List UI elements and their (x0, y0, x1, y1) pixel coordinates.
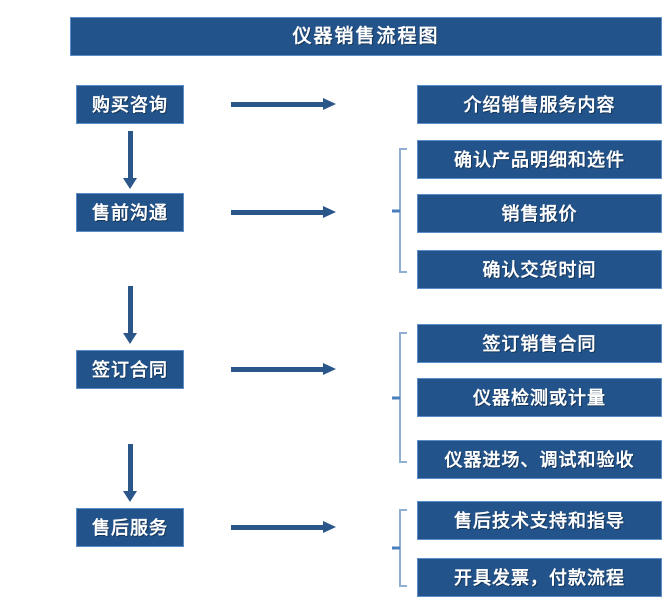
arrow-shaft (128, 286, 133, 333)
brace-pointer (392, 209, 400, 212)
task-box-sign-sales-contract[interactable]: 签订销售合同 (417, 324, 662, 363)
brace-spine (399, 509, 401, 587)
arrow-head-right-icon (323, 363, 336, 375)
flow-arrow-right-3 (231, 363, 336, 376)
brace-presale-tasks (392, 148, 407, 273)
stage-arrow-down-2 (123, 286, 138, 344)
arrow-head-down-icon (123, 178, 137, 189)
arrow-shaft (128, 444, 133, 491)
brace-cap-top (399, 332, 407, 334)
stage-arrow-down-3 (123, 444, 138, 502)
task-box-invoice-payment[interactable]: 开具发票，付款流程 (417, 558, 662, 597)
arrow-head-down-icon (123, 333, 137, 344)
brace-cap-bottom (399, 585, 407, 587)
task-box-confirm-delivery-time[interactable]: 确认交货时间 (417, 250, 662, 289)
stage-box-sign-contract[interactable]: 签订合同 (76, 350, 184, 389)
arrow-head-right-icon (323, 206, 336, 218)
arrow-shaft (128, 131, 133, 178)
task-box-instrument-installation[interactable]: 仪器进场、调试和验收 (417, 440, 662, 479)
task-box-confirm-product-details[interactable]: 确认产品明细和选件 (417, 140, 662, 179)
arrow-shaft (231, 102, 324, 107)
flow-arrow-right-1 (231, 98, 336, 111)
task-box-instrument-inspection[interactable]: 仪器检测或计量 (417, 378, 662, 417)
brace-cap-bottom (399, 461, 407, 463)
task-box-sales-quotation[interactable]: 销售报价 (417, 194, 662, 233)
stage-box-presale-communication[interactable]: 售前沟通 (76, 193, 184, 232)
arrow-head-right-icon (323, 98, 336, 110)
brace-cap-top (399, 509, 407, 511)
stage-arrow-down-1 (123, 131, 138, 189)
arrow-shaft (231, 525, 324, 530)
task-box-intro-sales-service[interactable]: 介绍销售服务内容 (417, 85, 662, 124)
brace-cap-top (399, 148, 407, 150)
brace-spine (399, 332, 401, 463)
brace-pointer (392, 396, 400, 399)
page-title: 仪器销售流程图 (70, 17, 662, 56)
stage-box-aftersale-service[interactable]: 售后服务 (76, 508, 184, 547)
flow-arrow-right-4 (231, 521, 336, 534)
flow-arrow-right-2 (231, 206, 336, 219)
brace-contract-tasks (392, 332, 407, 463)
arrow-head-right-icon (323, 521, 336, 533)
task-box-aftersale-technical-support[interactable]: 售后技术支持和指导 (417, 501, 662, 540)
brace-spine (399, 148, 401, 273)
stage-box-purchase-inquiry[interactable]: 购买咨询 (76, 85, 184, 124)
arrow-shaft (231, 367, 324, 372)
brace-cap-bottom (399, 271, 407, 273)
brace-pointer (392, 546, 400, 550)
brace-aftersale-tasks (392, 509, 407, 587)
arrow-head-down-icon (123, 491, 137, 502)
arrow-shaft (231, 210, 324, 215)
